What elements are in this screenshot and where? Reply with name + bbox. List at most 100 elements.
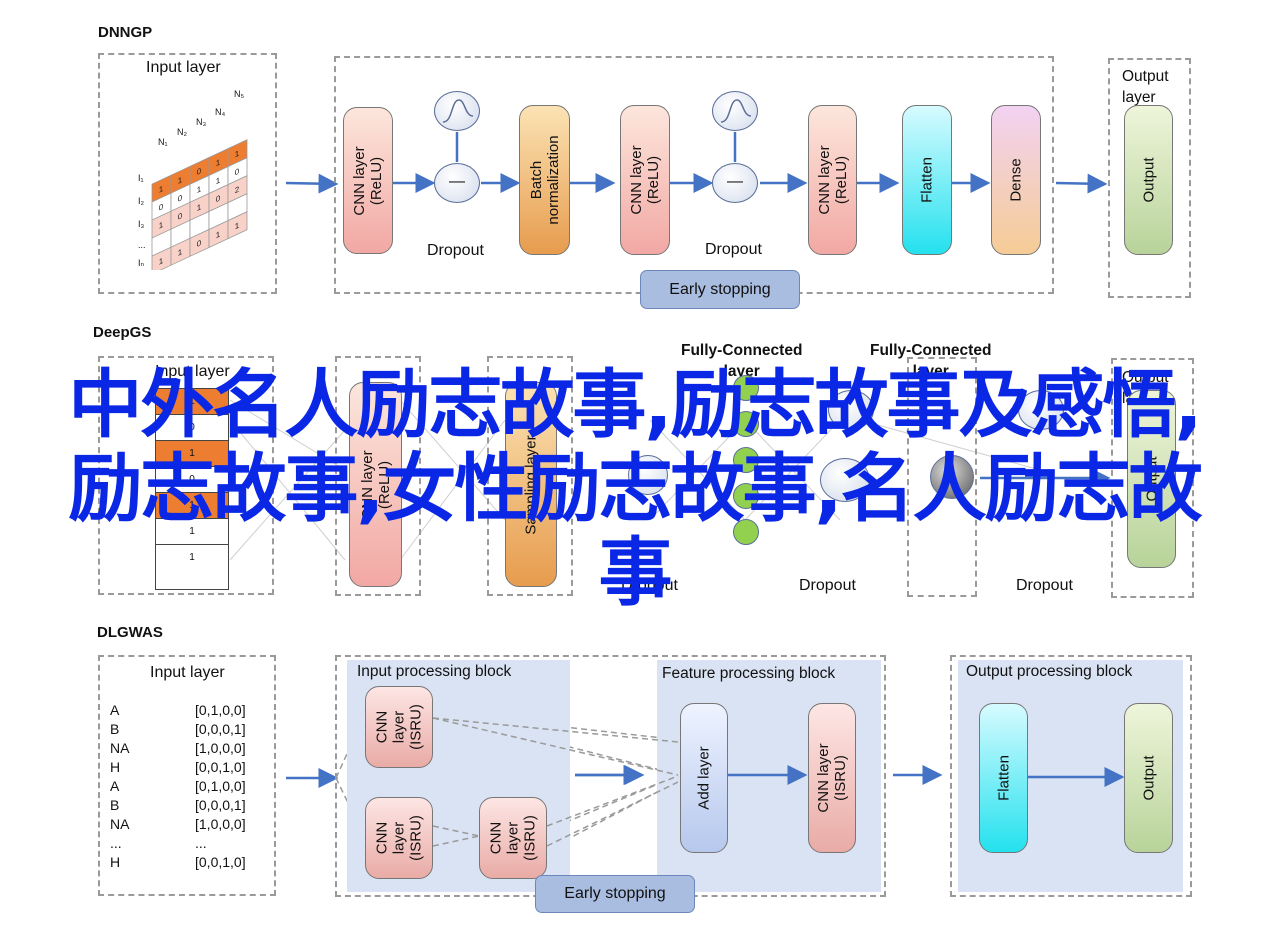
cnn-layer-label: CNN layer (ReLU) <box>815 145 850 215</box>
add-layer-label: Add layer <box>695 746 713 810</box>
input-vector: 1 0 1 0 1 1 1 <box>155 388 229 590</box>
cnn-isru-block: CNN layer (ISRU) <box>479 797 547 879</box>
code-cell: [0,1,0,0] <box>195 701 246 718</box>
curve-icon <box>720 99 752 123</box>
add-layer-block: Add layer <box>680 703 728 853</box>
svg-text:0: 0 <box>197 237 202 249</box>
activation-icon <box>1018 390 1064 430</box>
fc-layer-label: Fully-Connected layer <box>681 342 803 380</box>
svg-text:0: 0 <box>178 210 183 222</box>
encoding-row: B [0,0,0,1] <box>110 795 246 814</box>
svg-text:1: 1 <box>178 246 183 258</box>
cnn-layer-label: CNN layer (ReLU) <box>351 145 385 216</box>
matrix-row-label: I₂ <box>138 196 144 206</box>
dlgwas-input-layer-label: Input layer <box>150 664 225 681</box>
svg-text:0: 0 <box>159 201 164 213</box>
batch-norm-label: Batch normalization <box>527 135 562 225</box>
input-cell: 0 <box>156 415 228 441</box>
matrix-row-label: Iₙ <box>138 258 145 268</box>
deepgs-sampling-box <box>487 356 573 596</box>
minus-icon: — <box>727 173 743 191</box>
encoding-row: H [0,0,1,0] <box>110 852 246 871</box>
svg-text:1: 1 <box>178 174 183 186</box>
cnn-layer-label: CNN layer (ReLU) <box>628 145 662 215</box>
feature-block-title: Feature processing block <box>662 665 836 682</box>
dropout-label: Dropout <box>427 242 484 259</box>
input-cell: 1 <box>156 493 228 519</box>
dlgwas-input-box <box>98 655 276 896</box>
svg-text:1: 1 <box>235 220 240 232</box>
cnn-layer-block: CNN layer (ReLU) <box>620 105 670 255</box>
deepgs-fc-box <box>907 357 977 597</box>
svg-text:0: 0 <box>197 165 202 177</box>
matrix-col-label: N₄ <box>215 107 226 117</box>
output-block: Output <box>1124 105 1173 255</box>
output-block: Output <box>1124 703 1173 853</box>
dense-label: Dense <box>1007 158 1025 202</box>
encoding-row: B [0,0,0,1] <box>110 719 246 738</box>
base-cell: ... <box>110 834 122 851</box>
svg-text:0: 0 <box>178 192 183 204</box>
code-cell: [0,1,0,0] <box>195 777 246 794</box>
matrix-row-label: I₁ <box>138 173 144 183</box>
input-cell: 1 <box>156 545 228 570</box>
dropout-label: Dropout <box>705 241 762 258</box>
input-block-title: Input processing block <box>357 663 512 680</box>
svg-text:1: 1 <box>159 219 164 231</box>
output-layer-label: Output layer <box>1122 68 1169 106</box>
dnngp-input-box <box>98 53 277 294</box>
svg-text:1: 1 <box>216 229 221 241</box>
svg-text:0: 0 <box>235 166 240 178</box>
code-cell: [0,0,0,1] <box>195 720 246 737</box>
activation-icon <box>434 91 480 131</box>
neuron <box>733 519 759 545</box>
neuron <box>733 447 759 473</box>
output-label: Output <box>1140 157 1157 203</box>
cnn-isru-label: CNN layer (ISRU) <box>373 815 425 861</box>
svg-text:1: 1 <box>216 175 221 187</box>
code-cell: [1,0,0,0] <box>195 815 246 832</box>
neuron <box>733 411 759 437</box>
batch-norm-block: Batch normalization <box>519 105 570 255</box>
input-cell: 0 <box>156 467 228 493</box>
flatten-block: Flatten <box>979 703 1028 853</box>
code-cell: [0,0,0,1] <box>195 796 246 813</box>
cnn-isru-label: CNN layer (ISRU) <box>487 815 539 861</box>
base-cell: B <box>110 720 120 737</box>
overlay-line: 中外名人励志故事,励志故事及感悟,励志故事,女性励志故事,名人励志故事 <box>8 363 1261 615</box>
deepgs-input-layer-label: Input layer <box>155 363 230 380</box>
input-cell: 1 <box>156 389 228 415</box>
sampling-layer-block: Sampling layer <box>505 382 557 587</box>
encoding-row: H[0,0,1,0] <box>110 757 246 776</box>
base-cell: A <box>110 777 120 794</box>
code-cell: [1,0,0,0] <box>195 739 246 756</box>
svg-text:2: 2 <box>235 184 240 196</box>
code-cell: [0,0,1,0] <box>195 758 246 775</box>
cnn-layer-block: CNN layer (ReLU) <box>349 382 402 587</box>
flatten-label: Flatten <box>995 755 1012 801</box>
code-cell: [0,0,1,0] <box>195 853 246 870</box>
base-cell: NA <box>110 739 130 756</box>
fc-layer-label: Fully-Connected layer <box>870 342 992 380</box>
base-cell: H <box>110 853 121 870</box>
deepgs-title: DeepGS <box>93 324 152 341</box>
base-cell: B <box>110 796 120 813</box>
cnn-isru-block: CNN layer (ISRU) <box>808 703 856 853</box>
cnn-isru-block: CNN layer (ISRU) <box>365 797 433 879</box>
arrow <box>1055 173 1108 194</box>
dropout-node <box>628 455 668 495</box>
encoding-row: NA[1,0,0,0] <box>110 814 246 833</box>
dnngp-input-layer-label: Input layer <box>146 59 221 76</box>
svg-text:0: 0 <box>216 193 221 205</box>
svg-text:1: 1 <box>235 148 240 160</box>
svg-text:1: 1 <box>197 183 202 195</box>
cnn-isru-label: CNN layer (ISRU) <box>815 743 849 813</box>
encoding-row: A [0,1,0,0] <box>110 776 246 795</box>
dense-block: Dense <box>991 105 1041 255</box>
curve-icon <box>442 99 474 123</box>
arrow <box>285 173 339 194</box>
dropout-label: Dropout <box>621 577 678 594</box>
svg-text:1: 1 <box>159 183 164 195</box>
encoding-row: A[0,1,0,0] <box>110 700 246 719</box>
dnngp-title: DNNGP <box>98 24 153 41</box>
